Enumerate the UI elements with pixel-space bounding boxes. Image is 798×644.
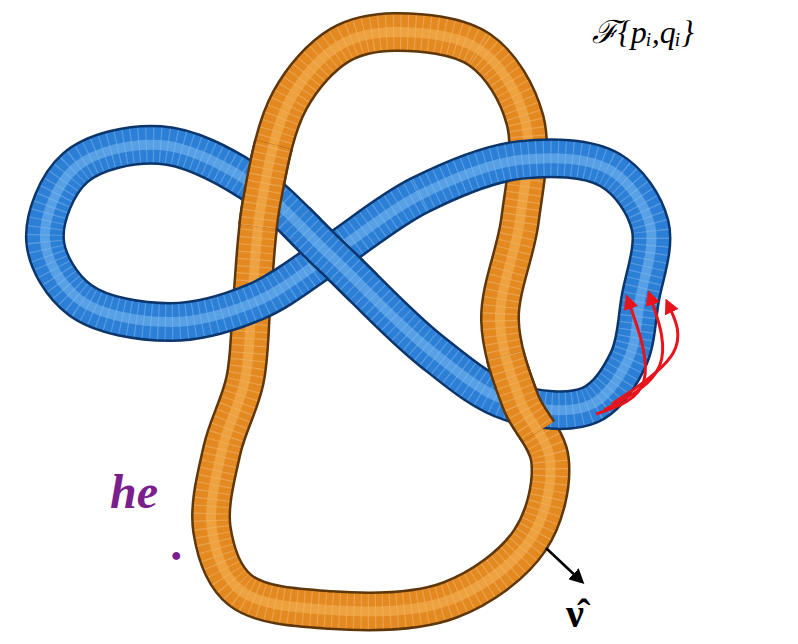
tube-outline: [505, 355, 538, 431]
tube-outline: [45, 145, 652, 410]
flow-arrow: [604, 296, 663, 410]
normal-arrow: [546, 548, 580, 580]
tube-body: [505, 355, 538, 431]
tube-mesh: [296, 221, 363, 287]
tube-body: [296, 221, 363, 287]
normal-vector: [546, 548, 580, 580]
blue-tube: [45, 145, 652, 410]
tube-highlight: [258, 145, 273, 227]
tube-mesh: [505, 355, 538, 431]
flow-arrow: [612, 304, 678, 404]
normal-label: ν̂: [566, 594, 584, 634]
tube-body: [258, 145, 273, 227]
tube-outline: [258, 145, 273, 227]
tube-mesh: [45, 145, 652, 410]
flow-arrows: [596, 296, 678, 414]
orange-tube-crossing: [258, 145, 538, 432]
caption-fragment: he: [110, 468, 158, 516]
field-label: ℱ{pᵢ,qᵢ}: [592, 16, 694, 48]
blue-tube-crossing: [296, 221, 363, 287]
tube-highlight: [505, 355, 538, 431]
caption-fragment: .: [172, 520, 184, 568]
tube-outline: [296, 221, 363, 287]
tube-highlight: [45, 145, 652, 410]
tube-body: [45, 145, 652, 410]
tube-mesh: [258, 145, 273, 227]
tube-highlight: [296, 221, 363, 287]
